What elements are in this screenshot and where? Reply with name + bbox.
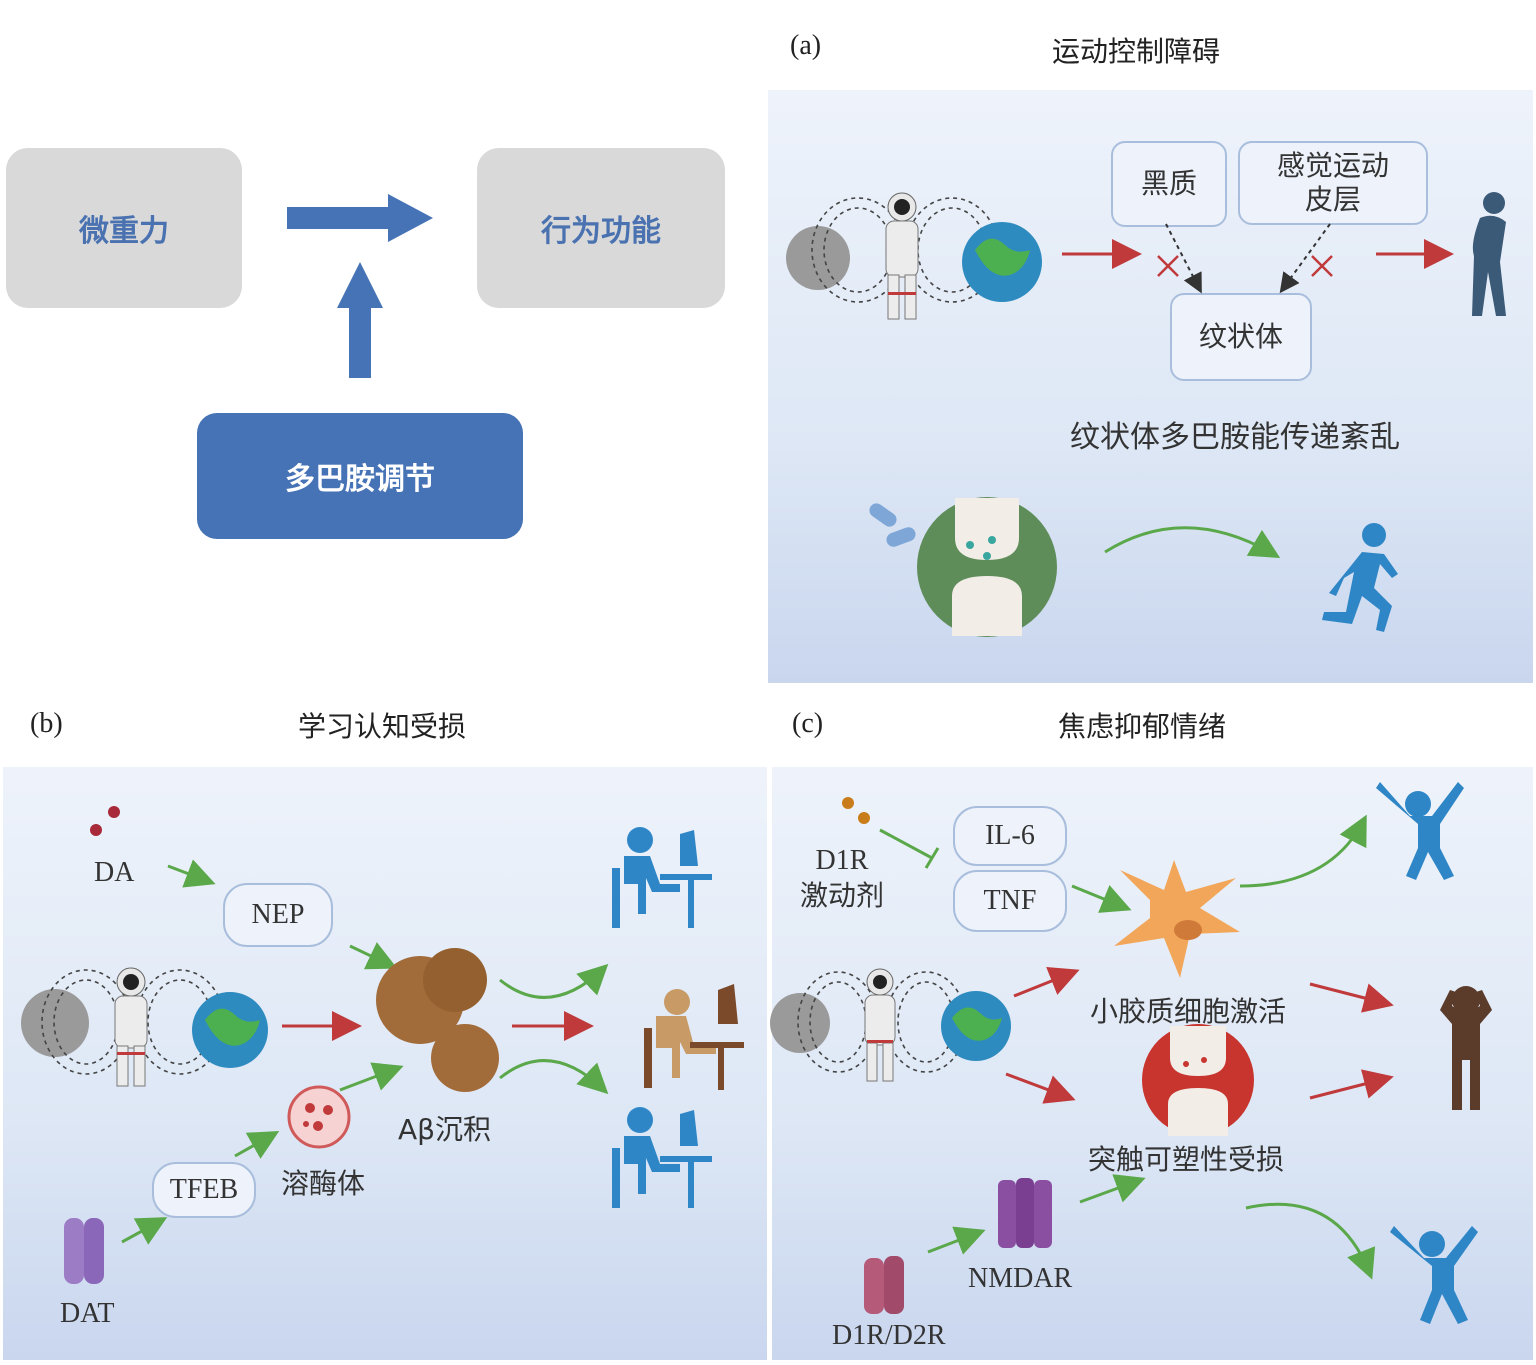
synapse-icon-c: [1142, 1024, 1254, 1136]
panel-c-title: 焦虑抑郁情绪: [1058, 710, 1227, 743]
synapse-damage-label: 突触可塑性受损: [1088, 1143, 1285, 1176]
tnf-label: TNF: [983, 885, 1037, 916]
person-desk-icon-bottom: [612, 1107, 712, 1208]
striatum-box: 纹状体: [1170, 293, 1312, 381]
da-dot-2: [90, 824, 102, 836]
microglia-label: 小胶质细胞激活: [1090, 995, 1287, 1028]
panel-c-label: (c): [792, 708, 824, 739]
da-label: DA: [94, 857, 135, 888]
substantia-nigra-box: 黑质: [1111, 141, 1227, 227]
da-dot-1: [108, 806, 120, 818]
agonist-line2: 激动剂: [800, 879, 885, 912]
dashed-arrow-ctx: [1279, 223, 1331, 294]
tnf-box: TNF: [953, 870, 1067, 932]
tfeb-label: TFEB: [169, 1174, 239, 1205]
moon-icon: [786, 226, 850, 290]
agonist-line1: D1R: [815, 845, 869, 876]
arrow-c-red-anxious-2: [1309, 1069, 1394, 1100]
arrow-c-red-microglia: [1013, 966, 1080, 998]
agonist-dot-2: [858, 812, 870, 824]
microglia-icon: [1114, 860, 1240, 978]
receptor-label: D1R/D2R: [832, 1320, 946, 1351]
arrow-b-lys-abeta: [339, 1062, 404, 1092]
stressed-person-desk-icon: [644, 984, 744, 1090]
substantia-nigra-label: 黑质: [1140, 167, 1197, 201]
dopamine-label: 多巴胺调节: [285, 462, 435, 497]
amyloid-plaque-icon: [376, 948, 499, 1092]
behavior-box: 行为功能: [477, 148, 725, 308]
moon-icon: [21, 989, 89, 1057]
nep-label: NEP: [251, 899, 305, 930]
arrow-c-red-synapse: [1005, 1072, 1076, 1104]
agonist-label: D1R 激动剂: [800, 843, 884, 913]
tfeb-box: TFEB: [152, 1162, 256, 1218]
panel-b-label: (b): [30, 708, 63, 739]
moon-icon: [770, 993, 830, 1053]
arrow-c-nmdar-synapse: [1079, 1174, 1146, 1204]
drug-pills-icon: [869, 503, 916, 547]
happy-person-icon-bottom: [1390, 1226, 1478, 1324]
panel-a-title: 运动控制障碍: [1052, 35, 1221, 68]
microgravity-label: 微重力: [79, 214, 169, 249]
dat-transporter-icon: [64, 1218, 104, 1284]
inhibit-arrow-icon: [879, 828, 940, 869]
synapse-icon-a: [917, 497, 1057, 637]
panel-a-caption: 纹状体多巴胺能传递紊乱: [1070, 420, 1400, 455]
behavior-label: 行为功能: [541, 214, 661, 249]
block-cross-icon: [1157, 255, 1333, 277]
arrow-c-tnf-microglia: [1071, 884, 1132, 913]
astronaut-icon: [885, 192, 919, 320]
person-desk-icon-top: [612, 827, 712, 928]
astronaut-scene-b: [21, 967, 268, 1087]
anxious-person-icon: [1440, 986, 1492, 1110]
up-arrow: [337, 262, 383, 378]
arrow-c-green-up: [1239, 814, 1367, 888]
dashed-arrow-sn: [1165, 223, 1202, 294]
astronaut-icon: [864, 968, 896, 1082]
arrow-c-green-down: [1245, 1202, 1376, 1280]
astronaut-icon: [114, 967, 148, 1087]
microgravity-box: 微重力: [6, 148, 242, 308]
dat-label: DAT: [60, 1298, 115, 1329]
dopamine-box: 多巴胺调节: [197, 413, 523, 539]
lysosome-label: 溶酶体: [281, 1167, 366, 1200]
il6-label: IL-6: [985, 820, 1035, 851]
runner-icon: [1322, 523, 1398, 632]
astronaut-scene-a: [786, 192, 1042, 320]
d1r-d2r-receptor-icon: [864, 1256, 904, 1314]
agonist-dot-1: [842, 797, 854, 809]
arrow-c-receptor-nmdar: [927, 1226, 986, 1255]
lysosome-icon: [287, 1085, 351, 1149]
happy-person-icon-top: [1376, 782, 1464, 880]
arrow-b-da-nep: [167, 859, 216, 888]
panel-b-title: 学习认知受损: [298, 710, 467, 743]
cortex-label-line1: 感觉运动: [1276, 149, 1389, 183]
arrow-b-green-down: [499, 1059, 609, 1095]
il6-box: IL-6: [953, 806, 1067, 866]
arrow-c-red-anxious-1: [1309, 982, 1394, 1013]
nmdar-label: NMDAR: [968, 1263, 1073, 1294]
arrow-b-dat-tfeb: [121, 1217, 168, 1245]
cortex-label-line2: 皮层: [1304, 183, 1361, 216]
sensorimotor-cortex-box: 感觉运动 皮层: [1238, 141, 1428, 225]
abeta-label: Aβ沉积: [398, 1113, 492, 1146]
arrow-a-green: [1104, 526, 1281, 559]
nep-box: NEP: [223, 883, 333, 947]
arrow-b-green-up: [499, 963, 609, 999]
right-arrow: [287, 194, 433, 242]
nmdar-receptor-icon: [998, 1178, 1052, 1248]
arrow-b-nep-abeta: [349, 942, 398, 970]
astronaut-scene-c: [770, 968, 1011, 1082]
impaired-person-icon: [1472, 192, 1506, 316]
panel-a-label: (a): [790, 30, 822, 61]
striatum-label: 纹状体: [1198, 320, 1283, 354]
arrow-b-tfeb-lys: [234, 1131, 280, 1159]
